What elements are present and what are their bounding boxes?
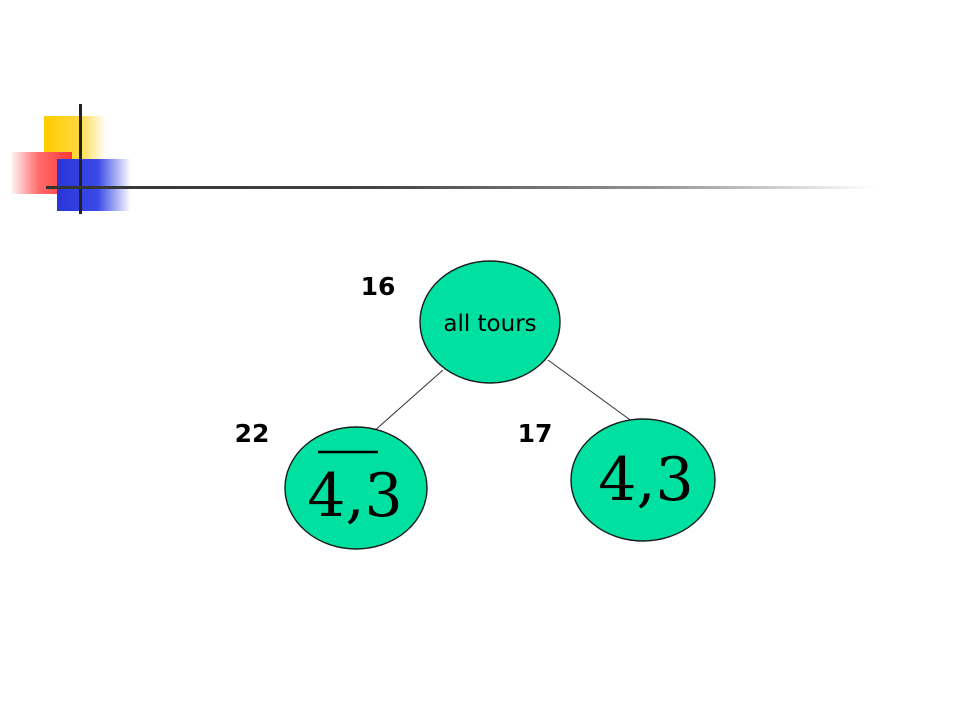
edge-root-left [372, 369, 444, 433]
edge-root-right [547, 359, 634, 423]
node-left-label: 4,3 [307, 461, 402, 531]
title-underline [46, 186, 876, 189]
node-root-cost: 16 [361, 272, 396, 301]
node-right-cost: 17 [518, 419, 553, 448]
node-left-cost: 22 [235, 419, 270, 448]
decor-vertical-line [79, 104, 82, 214]
node-root-label: all tours [443, 311, 536, 337]
node-right-label: 4,3 [598, 445, 693, 515]
decor-blue-square [57, 159, 131, 211]
node-right[interactable] [570, 418, 716, 542]
node-root[interactable] [419, 260, 561, 384]
node-left[interactable] [284, 426, 428, 550]
